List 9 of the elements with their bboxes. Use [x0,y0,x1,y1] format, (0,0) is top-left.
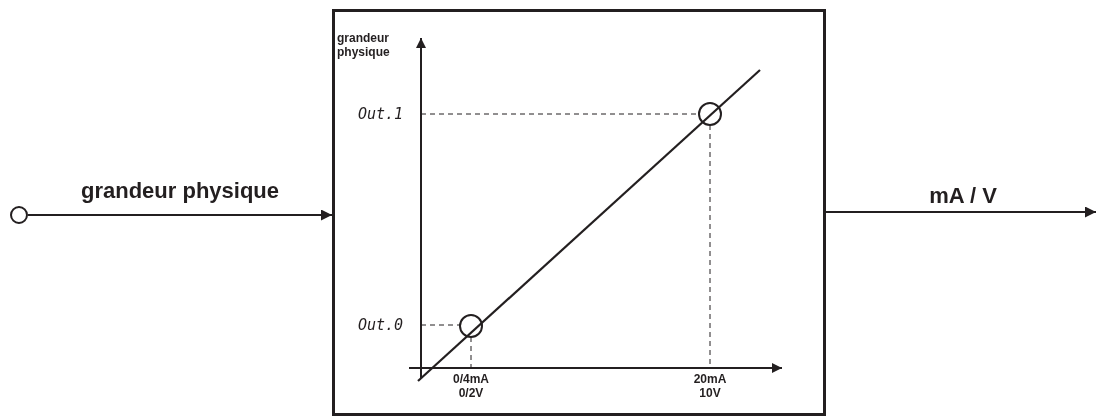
tick-label: 0/4mA 0/2V [452,373,490,401]
input-terminal [10,206,28,224]
tick-label: Out.0 [358,316,404,334]
axis-label: grandeur physique [337,32,391,60]
arrow [826,206,1096,218]
tick-label: 20mA 10V [692,373,728,401]
converter-box [332,9,826,416]
tick-label: Out.1 [358,105,404,123]
arrow [28,209,332,221]
